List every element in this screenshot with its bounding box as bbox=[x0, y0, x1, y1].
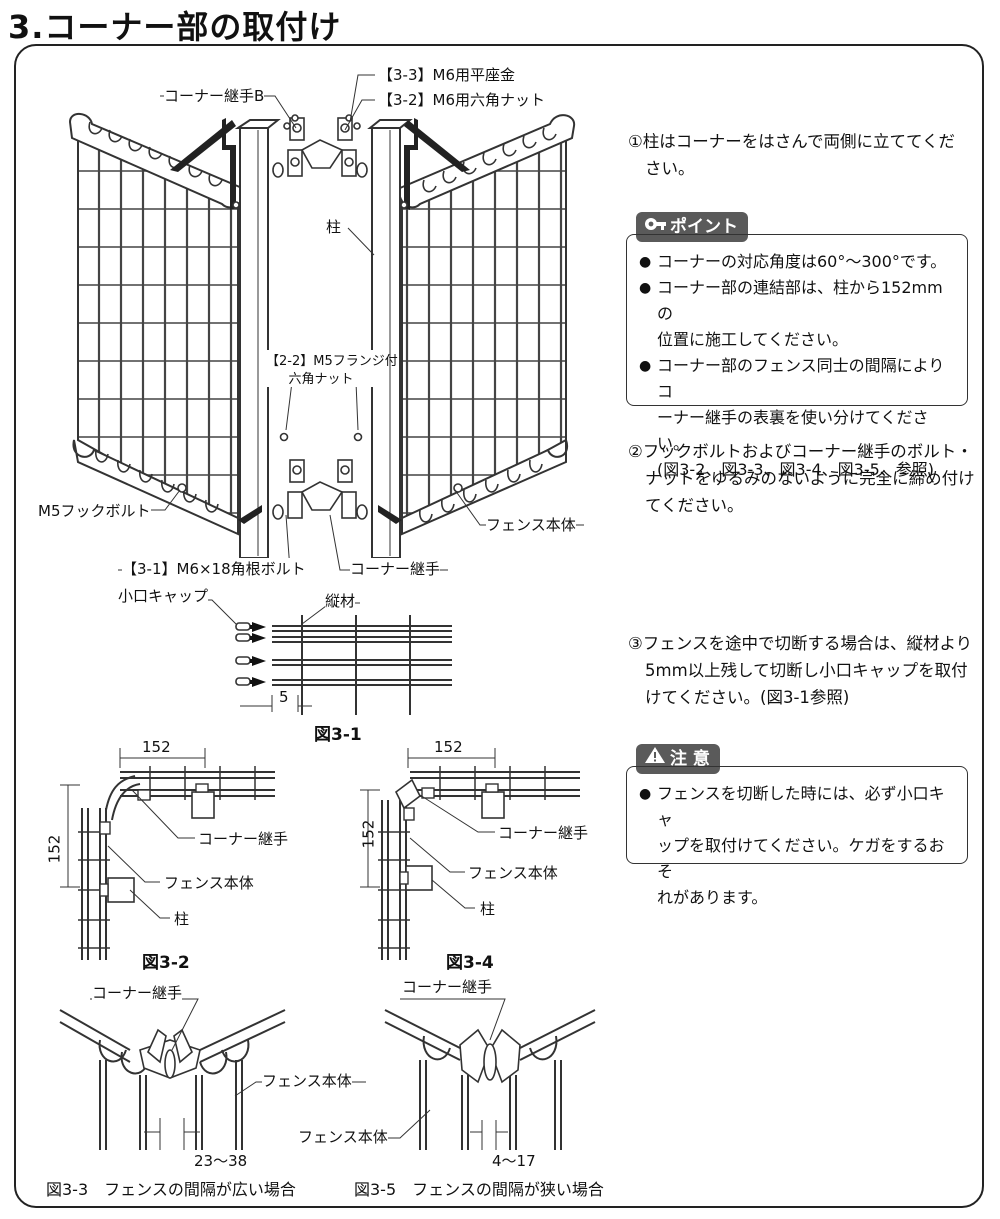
label-corner-joint-b: コーナー継手B bbox=[164, 85, 265, 106]
caution-item: フェンスを切断した時には、必ず小口キャ bbox=[639, 781, 957, 833]
label-m5-flange-nut-2: 六角ナット bbox=[266, 368, 376, 387]
fig3-3-caption: 図3-3 フェンスの間隔が広い場合 bbox=[46, 1180, 296, 1199]
label-dim-5: 5 bbox=[279, 688, 289, 706]
point-item: コーナーの対応角度は60°〜300°です。 bbox=[639, 249, 957, 275]
label-corner-joint: コーナー継手 bbox=[350, 558, 441, 579]
fig3-3-illustration bbox=[59, 998, 366, 1150]
point-item: コーナー部の連結部は、柱から152mmの bbox=[639, 275, 957, 327]
caution-tag: 注 意 bbox=[636, 744, 720, 774]
step-1: ①柱はコーナーをはさんで両側に立ててくだ さい。 bbox=[628, 132, 955, 178]
fig3-4-label-post: 柱 bbox=[480, 898, 496, 919]
fig3-4-caption: 図3-4 bbox=[446, 953, 494, 973]
point-item-cont: 位置に施工してください。 bbox=[657, 330, 849, 349]
fig3-5-label-range: 4〜17 bbox=[492, 1152, 536, 1170]
fig3-4-dim-vertical: 152 bbox=[359, 819, 378, 849]
fig3-5-caption: 図3-5 フェンスの間隔が狭い場合 bbox=[354, 1180, 604, 1199]
main-corner-illustration bbox=[60, 74, 584, 571]
fig3-4-label-corner-joint: コーナー継手 bbox=[498, 822, 589, 843]
point-tag: ポイント bbox=[636, 212, 748, 242]
warning-icon bbox=[644, 746, 666, 772]
point-item: コーナー部のフェンス同士の間隔によりコ bbox=[639, 353, 957, 405]
fig3-2-label-fence-body: フェンス本体 bbox=[164, 872, 254, 893]
step-2: ②フックボルトおよびコーナー継手のボルト・ ナットをゆるみのないように完全に締め… bbox=[628, 442, 975, 515]
fig3-3-label-fence-body: フェンス本体 bbox=[262, 1070, 352, 1091]
label-m6-washer: 【3-3】M6用平座金 bbox=[378, 64, 515, 85]
point-box: コーナーの対応角度は60°〜300°です。 コーナー部の連結部は、柱から152m… bbox=[626, 234, 968, 479]
point-item-cont: ーナー継手の表裏を使い分けてください。 bbox=[657, 408, 929, 453]
fig3-1-caption: 図3-1 bbox=[314, 725, 362, 745]
label-fence-body: フェンス本体 bbox=[486, 514, 576, 535]
caution-box: フェンスを切断した時には、必ず小口キャ ップを取付けてください。ケガをするおそ … bbox=[626, 766, 968, 907]
label-m6-bolt: 【3-1】M6×18角根ボルト bbox=[122, 558, 306, 579]
fig3-5-illustration bbox=[300, 998, 596, 1150]
fig3-4-label-fence-body: フェンス本体 bbox=[468, 862, 558, 883]
fig3-2-dim-vertical: 152 bbox=[45, 834, 64, 864]
fig3-4-illustration bbox=[360, 748, 580, 960]
page-title: 3.コーナー部の取付け bbox=[8, 8, 342, 46]
point-item-cont: (図3-2、図3-3、図3-4、図3-5、参照) bbox=[657, 460, 935, 479]
label-m6-nut: 【3-2】M6用六角ナット bbox=[378, 89, 545, 110]
fig3-5-label-corner-joint: コーナー継手 bbox=[402, 976, 493, 997]
label-m5-flange-nut-1: 【2-2】M5フランジ付 bbox=[266, 350, 398, 369]
label-vertical-bar: 縦材 bbox=[325, 590, 356, 611]
caution-item-cont: ップを取付けてください。ケガをするおそ bbox=[657, 836, 945, 881]
fig3-3-label-corner-joint: コーナー継手 bbox=[92, 982, 183, 1003]
key-icon bbox=[644, 214, 666, 240]
fig3-2-label-corner-joint: コーナー継手 bbox=[198, 828, 289, 849]
label-end-cap: 小口キャップ bbox=[118, 585, 209, 606]
label-m5-hook-bolt: M5フックボルト bbox=[38, 500, 151, 521]
caution-item-cont: れがあります。 bbox=[657, 888, 768, 907]
step-3: ③フェンスを途中で切断する場合は、縦材より 5mm以上残して切断し小口キャップを… bbox=[628, 634, 973, 707]
fig3-2-label-post: 柱 bbox=[174, 908, 190, 929]
fig3-2-caption: 図3-2 bbox=[142, 953, 190, 973]
fig3-5-label-fence-body: フェンス本体 bbox=[298, 1126, 388, 1147]
fig3-4-dim-horizontal: 152 bbox=[434, 738, 463, 756]
fig3-2-dim-horizontal: 152 bbox=[142, 738, 171, 756]
fig3-3-label-range: 23〜38 bbox=[194, 1152, 248, 1170]
label-post: 柱 bbox=[326, 216, 342, 237]
fig3-2-illustration bbox=[60, 748, 275, 960]
content-frame bbox=[14, 44, 984, 1208]
